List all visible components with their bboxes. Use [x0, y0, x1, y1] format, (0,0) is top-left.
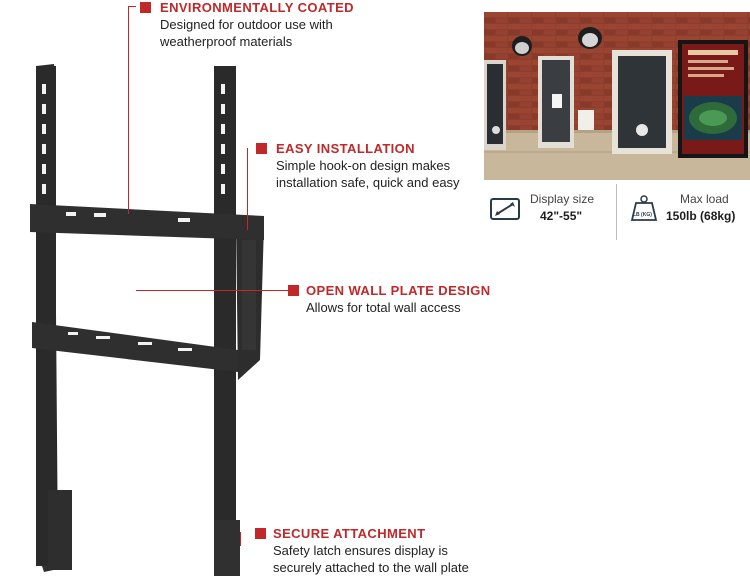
spec-value: 150lb (68kg) — [666, 209, 736, 223]
feature-description: Safety latch ensures display is — [273, 543, 448, 558]
feature-description: Simple hook-on design makes — [276, 158, 451, 173]
feature-description: installation safe, quick and easy — [276, 175, 460, 190]
callout-line — [240, 532, 241, 546]
spec-label: Max load — [680, 192, 729, 206]
feature-title: OPEN WALL PLATE DESIGN — [306, 283, 491, 298]
wall-mount-illustration — [30, 64, 264, 576]
feature-title: EASY INSTALLATION — [276, 141, 415, 156]
feature-easy-installation: EASY INSTALLATION Simple hook-on design … — [256, 141, 460, 191]
spec-max-load: LB (KG) Max load 150lb (68kg) — [624, 188, 748, 240]
callout-line — [128, 6, 129, 214]
feature-open-wall-plate: OPEN WALL PLATE DESIGN Allows for total … — [288, 283, 491, 316]
callout-line — [247, 148, 248, 230]
feature-description: Allows for total wall access — [306, 300, 461, 315]
bullet-square-icon — [255, 528, 266, 539]
callout-line — [136, 290, 288, 291]
feature-environmentally-coated: ENVIRONMENTALLY COATED Designed for outd… — [140, 0, 354, 50]
spec-label: Display size — [530, 192, 595, 206]
feature-title: SECURE ATTACHMENT — [273, 526, 426, 541]
product-photo — [484, 12, 750, 180]
feature-description: weatherproof materials — [160, 34, 293, 49]
bullet-square-icon — [288, 285, 299, 296]
bullet-square-icon — [140, 2, 151, 13]
diagonal-arrow-screen-icon — [490, 198, 520, 220]
callout-line — [128, 6, 136, 7]
spec-display-size: Display size 42"-55" — [486, 188, 614, 240]
feature-description: Designed for outdoor use with — [160, 17, 333, 32]
feature-title: ENVIRONMENTALLY COATED — [160, 0, 354, 15]
feature-secure-attachment: SECURE ATTACHMENT Safety latch ensures d… — [255, 526, 469, 576]
weight-icon-text: LB (KG) — [633, 212, 652, 218]
feature-description: securely attached to the wall plate — [273, 560, 469, 575]
spec-divider — [616, 184, 617, 240]
bullet-square-icon — [256, 143, 267, 154]
spec-value: 42"-55" — [540, 209, 583, 223]
weight-icon — [630, 195, 658, 221]
